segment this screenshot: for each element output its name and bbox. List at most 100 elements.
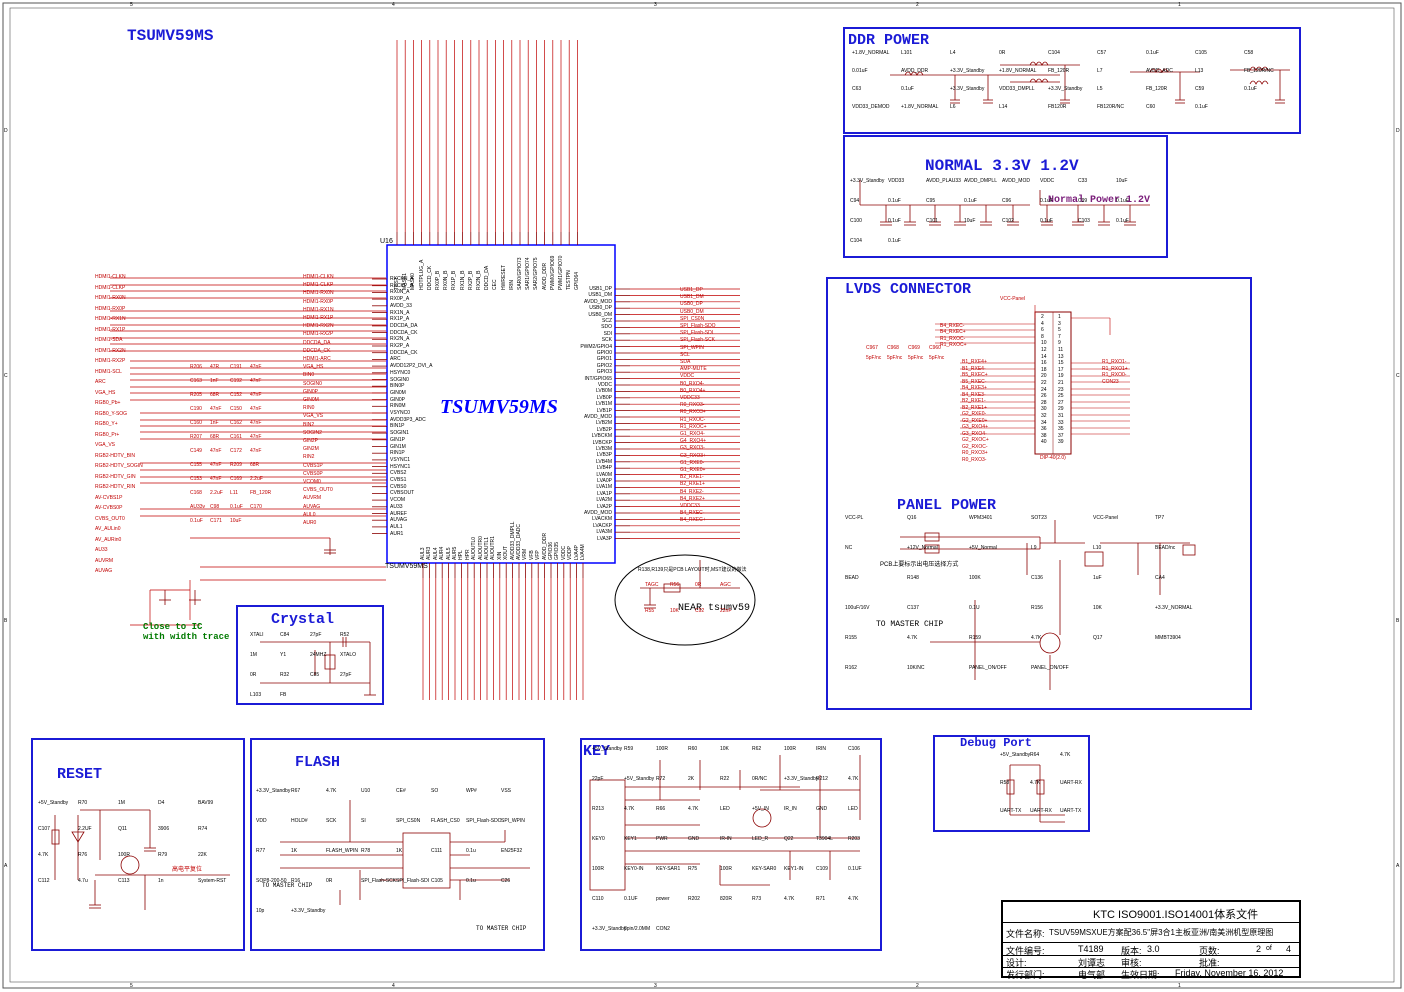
chip-bottom-pin-label: VDDC (560, 545, 567, 560)
panel-power-label: 4.7K (1031, 635, 1042, 641)
lvds-pin-number: 8 (1041, 333, 1044, 340)
debug-label: R58 (1000, 780, 1010, 786)
chip-right-pin-label: LVACKM (592, 516, 612, 523)
chip-left-pin-label: GIN1M (390, 443, 406, 450)
ddr-label: L5 (1097, 86, 1103, 92)
key-label: R71 (816, 896, 826, 902)
normal-power-label: C94 (850, 198, 860, 204)
flash-label: R67 (291, 788, 301, 794)
page-number: 2 (1256, 944, 1262, 954)
lvds-label: CON23 (1102, 378, 1119, 385)
normal-power-label: C103 (1078, 218, 1090, 224)
chip-top-pin-label: SAR0/GPIO73 (517, 257, 523, 290)
chip-bottom-pin-label: VFP (535, 550, 542, 560)
panel-power-label: PANEL_ON/OFF (1031, 665, 1069, 671)
title-company: KTC ISO9001.ISO14001体系文件 (1093, 909, 1259, 921)
chip-bottom-pin-label: XOUT (503, 546, 510, 560)
lvds-pin-number: 31 (1058, 413, 1064, 419)
border-marker-right: B (1396, 618, 1400, 624)
ddr-label: L4 (950, 50, 956, 56)
key-label: R73 (752, 896, 762, 902)
panel-power-label: L9 (1031, 545, 1037, 551)
lvds-label: C967 (866, 345, 878, 351)
flash-label: +3.3V_Standby (291, 908, 326, 914)
chip-right-pin-label: LVBCKP (592, 439, 612, 446)
left-part-label: 47nF (210, 462, 222, 468)
chip-left-pin-label: VSYNC1 (390, 456, 411, 463)
normal-power-label: 0.1uF (888, 238, 901, 244)
chip-left-pin-label: RX0P_A (390, 296, 410, 303)
left-part-label: C152 (230, 392, 242, 398)
border-marker-right: D (1396, 128, 1400, 134)
lvds-pin-number: 21 (1058, 380, 1064, 386)
lvds-pin-number: 32 (1041, 413, 1047, 419)
agc-label: C92 (695, 608, 705, 614)
panel-power-label: VCC-Panel (1093, 515, 1119, 521)
left-part-label: C191 (230, 364, 242, 370)
reset-label: 1M (118, 800, 125, 806)
lvds-label: G3_RXO4- (962, 430, 987, 437)
file-name: TSUV59MSXUE方案配36.5"屏3合1主板亚洲/南美洲机型原理图 (1049, 928, 1274, 937)
crystal-label: XTALI (250, 632, 264, 638)
chip-left-pin-label: AVDD_33 (390, 302, 412, 309)
file-name-label: 文件名称: (1006, 929, 1045, 939)
flash-label: FLASH_WPIN (326, 848, 358, 854)
reset-label: R70 (78, 800, 88, 806)
chip-right-pin-label: GPIO1 (596, 356, 612, 363)
to-master-chip-flash-1: TO MASTER CHIP (262, 882, 313, 889)
right-signal-label: G1_RXO4- (680, 431, 705, 437)
key-label: +5V_Standby (624, 776, 655, 782)
key-label: Q22 (784, 836, 794, 842)
left-part-label: C163 (190, 378, 202, 384)
lvds-label: G2_RXE0- (962, 411, 987, 417)
agc-label: 0R (695, 582, 702, 588)
lvds-label: B4_RXE3- (962, 391, 986, 398)
left-net-label: HDMI1-RX1P (303, 315, 334, 321)
right-signal-label: USB0_DP (680, 301, 703, 308)
chip-left-pin-label: DDCDA_CK (390, 329, 418, 336)
panel-power-label: R162 (845, 665, 857, 671)
normal-power-label: 0.1uF (1040, 218, 1053, 224)
main-title: TSUMV59MS (127, 27, 214, 45)
chip-bottom-pin-label: AUL5 (445, 547, 452, 560)
crystal-label: L103 (250, 692, 262, 698)
lvds-pin-number: 12 (1041, 347, 1047, 353)
ddr-label: AVDD_DDR (901, 68, 929, 74)
left-signal-label: AV-CVBS0P (95, 505, 123, 511)
reset-label: C113 (118, 878, 130, 884)
left-net-label: SOGIN2 (303, 429, 322, 436)
reset-label: 1n (158, 878, 164, 884)
border-marker-right: C (1396, 373, 1400, 379)
left-part-label: C153 (190, 476, 202, 482)
panel-power-label: PANEL_ON/OFF (969, 665, 1007, 671)
left-part-label: C160 (190, 420, 202, 426)
ddr-label: L6 (950, 104, 956, 110)
reset-label: Q11 (118, 826, 128, 832)
lvds-label: DIP-40(2.0) (1040, 455, 1066, 461)
reset-label: R74 (198, 826, 208, 832)
lvds-label: 5pF/nc (887, 355, 903, 361)
chip-right-pin-label: SCK (601, 337, 612, 344)
flash-label: VDD (256, 818, 267, 824)
panel-power-label: 4.7K (907, 635, 918, 641)
right-signal-label: G4_RXO4+ (680, 438, 706, 445)
left-net-label: SOGIN0 (303, 380, 322, 387)
agc-label: R56 (670, 582, 680, 588)
chip-right-pin-label: GPIO3 (596, 369, 612, 376)
panel-power-label: VCC-PL (845, 515, 864, 521)
lvds-label: B1_RXE4+ (962, 359, 987, 365)
key-label: 4.7K (848, 776, 859, 782)
chip-right-pin-label: PWM2/GPIO4 (580, 343, 612, 350)
chip-right-pin-label: LVB3P (596, 452, 612, 459)
chip-right-pin-label: LVA0M (596, 471, 612, 478)
reset-box (31, 738, 245, 951)
left-signal-label: RGB0_Pb+ (95, 400, 121, 406)
ddr-label: 0.1uF (1244, 86, 1257, 92)
chip-right-pin-label: SCZ (602, 318, 612, 324)
left-net-label: CVBS_OUT0 (303, 487, 333, 494)
page-of: of (1266, 945, 1272, 952)
key-box (580, 738, 882, 951)
crystal-label: 24MHZ (310, 652, 327, 658)
key-label: 10K (720, 746, 729, 752)
to-master-chip-panel: TO MASTER CHIP (876, 620, 944, 629)
